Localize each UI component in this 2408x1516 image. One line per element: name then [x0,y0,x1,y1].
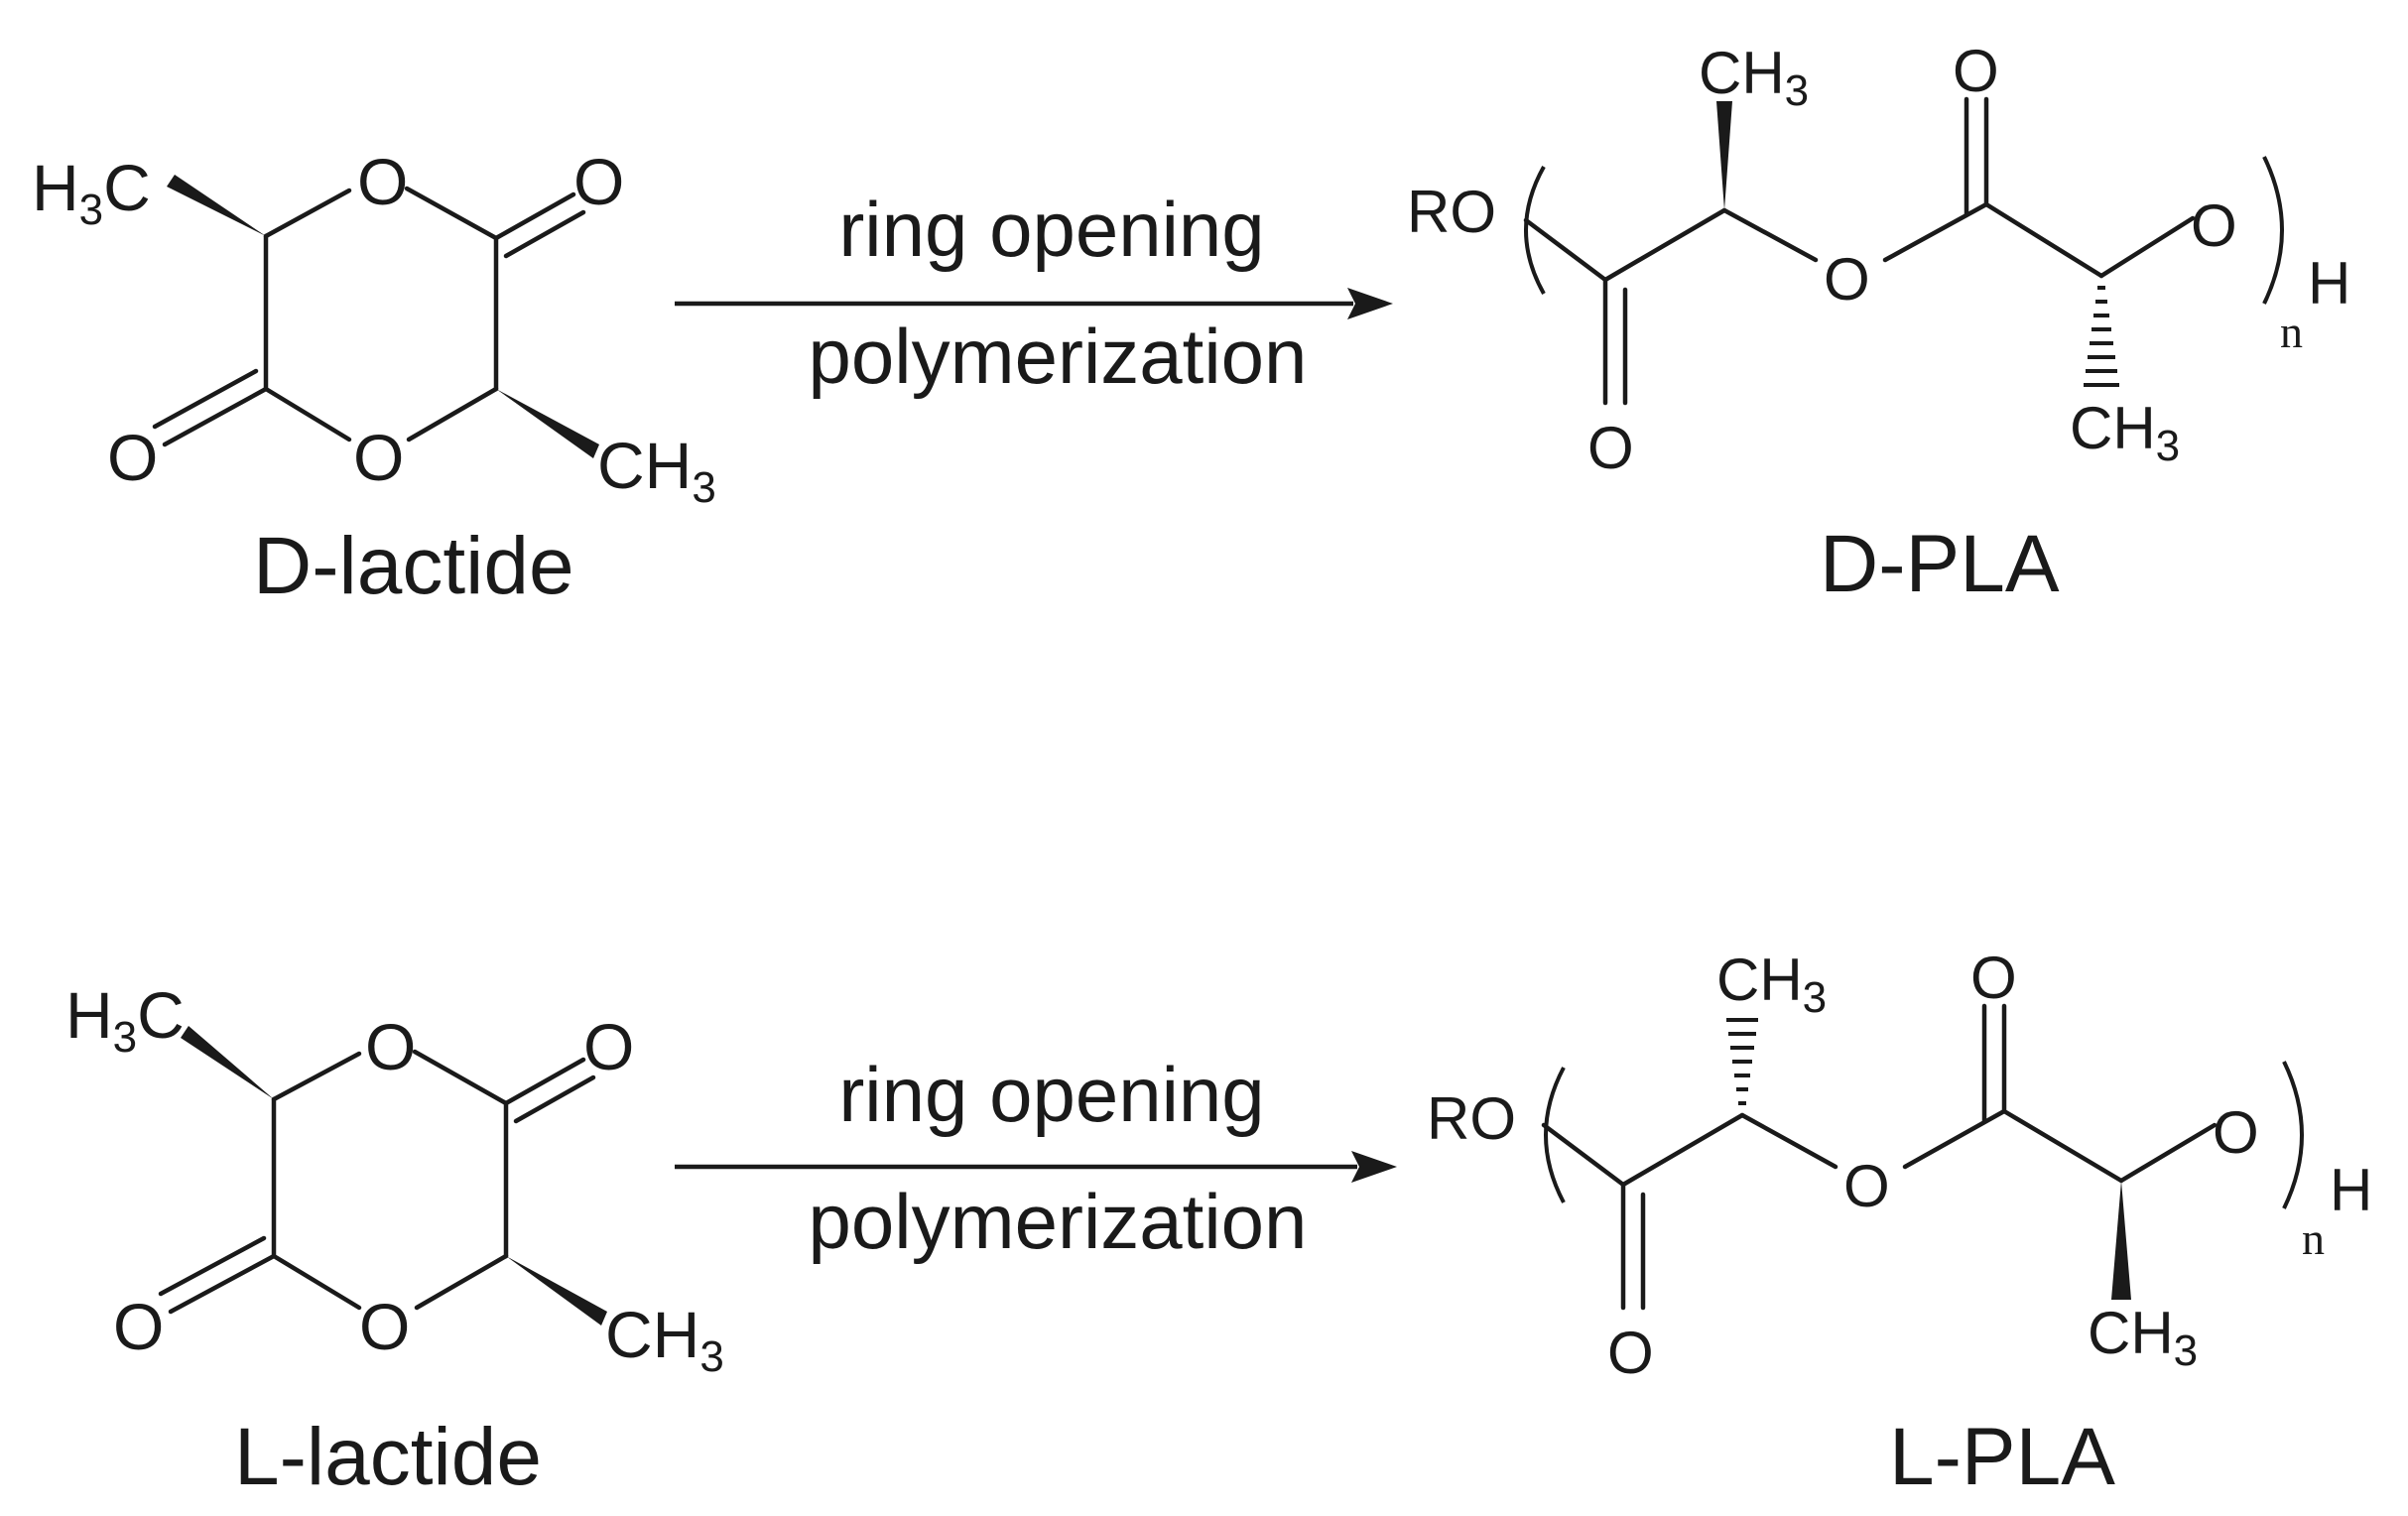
backbone-bond [1902,1108,2007,1170]
ring-oxygen-label: O [365,1010,416,1083]
repeat-subscript-n: n [2302,1213,2325,1264]
carbonyl-double-bond [513,1074,596,1124]
polymer-name-label: L-PLA [1889,1412,2115,1502]
carbonyl-oxygen-label: O [573,145,624,218]
carbonyl-double-bond [168,1253,277,1315]
repeat-bracket-right [2282,1061,2304,1209]
backbone-bond [1739,1112,1838,1170]
wedge-bond [2111,1181,2131,1300]
backbone-bond [1541,1122,1626,1188]
backbone-bond [1620,1112,1745,1188]
ring-bond [263,386,352,442]
ro-label: RO [1427,1085,1516,1152]
hashed-bond [1726,1018,1758,1105]
h3c-label: H3C [32,151,151,234]
ester-oxygen-label: O [1824,246,1870,313]
arrow-condition-line2: polymerization [809,1178,1308,1265]
carbonyl-double-bond [162,386,269,447]
wedge-bond [506,1256,607,1326]
ring-bond [412,1049,509,1106]
reaction-arrow: ring opening polymerization [675,1051,1397,1265]
backbone-bond [1882,201,1989,263]
l-lactide-structure: H3C O O O O CH3 [65,978,724,1381]
ch3-bottom-label: CH3 [2070,395,2180,470]
ring-oxygen-label: O [359,1290,410,1363]
ring-bond [414,1253,509,1311]
hashed-bond [2084,286,2119,387]
wedge-bond [496,389,599,458]
ring-bond [406,386,499,442]
carbonyl-double-bond [158,1235,267,1297]
backbone-bond [2118,1122,2218,1184]
ester-oxygen-label: O [1843,1153,1890,1219]
carbonyl-double-bond [152,368,259,430]
d-pla-structure: RO [1407,38,2350,481]
carbonyl-oxygen-label: O [113,1290,164,1363]
arrow-head [1351,1151,1397,1183]
carbonyl-oxygen-bottom-label: O [1587,415,1634,481]
carbonyl-double-bond [503,1057,586,1106]
ch3-bottom-label: CH3 [2088,1300,2198,1375]
arrow-condition-line1: ring opening [838,1051,1264,1138]
backbone-bond [1523,217,1608,283]
polymer-name-label: D-PLA [1820,519,2060,609]
repeat-bracket-left [1544,1067,1566,1203]
end-oxygen-label: O [2213,1099,2259,1166]
ch3-label: CH3 [605,1298,724,1381]
repeat-bracket-right [2262,156,2284,305]
carbonyl-double-bond [493,191,576,241]
end-hydrogen-label: H [2330,1157,2372,1223]
wedge-bond [167,175,266,236]
carbonyl-oxygen-top-label: O [1953,38,1999,104]
carbonyl-oxygen-top-label: O [1970,945,2017,1011]
ring-bond [271,1253,362,1311]
carbonyl-oxygen-label: O [107,421,158,494]
arrow-head [1347,288,1393,319]
repeat-bracket-left [1524,166,1546,295]
ring-oxygen-label: O [357,145,408,218]
ro-label: RO [1407,179,1496,245]
ring-oxygen-label: O [353,421,404,494]
h3c-label: H3C [65,978,185,1062]
monomer-name-label: D-lactide [253,521,574,611]
monomer-name-label: L-lactide [234,1412,542,1502]
backbone-bond [1602,207,1727,283]
ch3-top-label: CH3 [1716,947,1827,1022]
carbonyl-oxygen-label: O [583,1010,634,1083]
repeat-subscript-n: n [2280,307,2303,357]
backbone-bond [1721,207,1819,263]
ring-bond [271,1051,362,1102]
ring-bond [404,186,499,241]
wedge-bond [1716,101,1732,210]
l-pla-structure: RO [1427,945,2372,1386]
backbone-bond [2001,1108,2124,1184]
d-lactide-structure: H3C O O O O CH3 [32,145,716,512]
reaction-d: H3C O O O O CH3 D-lactide ring opening p… [32,38,2350,611]
reaction-l: H3C O O O O CH3 L-lactide ring opening p… [65,945,2372,1502]
ring-bond [263,188,352,239]
carbonyl-double-bond [503,209,586,259]
backbone-bond [1983,201,2104,279]
wedge-bond [181,1026,274,1099]
reaction-arrow: ring opening polymerization [675,186,1393,400]
end-hydrogen-label: H [2308,250,2350,316]
backbone-bond [2098,215,2196,279]
ch3-label: CH3 [597,429,716,512]
ch3-top-label: CH3 [1699,40,1809,115]
arrow-condition-line1: ring opening [838,186,1264,273]
end-oxygen-label: O [2191,192,2237,259]
arrow-condition-line2: polymerization [809,313,1308,400]
carbonyl-oxygen-bottom-label: O [1607,1320,1654,1386]
